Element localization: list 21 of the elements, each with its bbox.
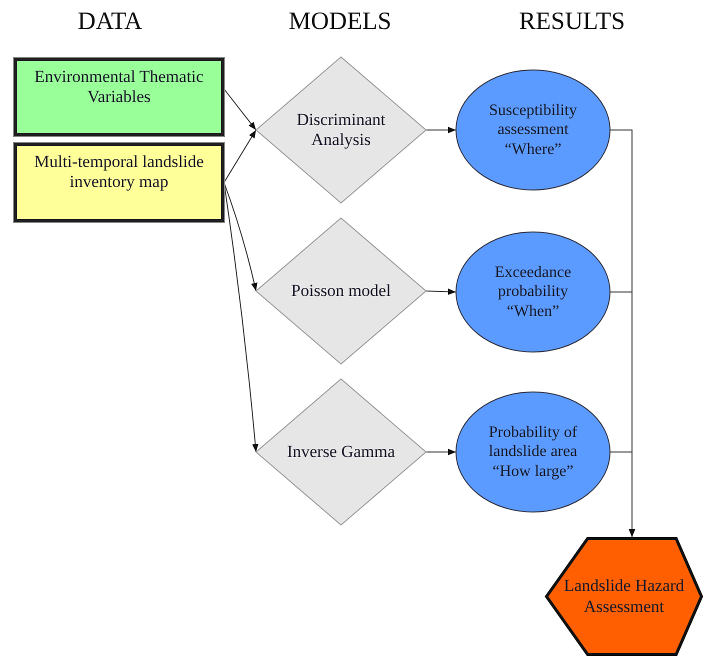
arrow — [610, 452, 636, 538]
node-label: Multi-temporal landslide inventory map — [33, 152, 205, 193]
data-box — [14, 58, 224, 136]
arrow — [426, 126, 456, 134]
node-label: Landslide Hazard Assessment — [562, 576, 686, 617]
arrow — [426, 448, 456, 456]
arrow — [224, 182, 258, 292]
node-label: Exceedance probability “When” — [494, 263, 572, 321]
arrow — [224, 130, 256, 183]
arrow — [224, 88, 256, 130]
node-label: Poisson model — [291, 280, 391, 302]
column-heading: RESULTS — [518, 8, 626, 36]
column-heading: DATA — [78, 8, 142, 36]
node-label: Inverse Gamma — [286, 442, 396, 462]
node-label: Environmental Thematic Variables — [33, 67, 205, 108]
arrow — [426, 288, 456, 295]
node-label: Discriminant Analysis — [296, 110, 386, 150]
column-heading: MODELS — [288, 8, 392, 36]
node-label: Probability of landslide area “How large” — [488, 423, 578, 481]
node-label: Susceptibility assessment “Where” — [488, 101, 578, 159]
data-box — [14, 143, 224, 222]
